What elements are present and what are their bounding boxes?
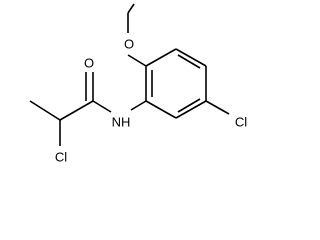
amide-nh-label: NH	[112, 115, 131, 130]
nitrogen-to-carbonyl-bond	[92, 100, 112, 113]
ring-bond-5	[145, 100, 177, 119]
ring-bond-2	[175, 48, 207, 67]
benzene-ring	[145, 48, 207, 119]
ring-bond-4	[175, 100, 207, 119]
amide-group	[85, 72, 147, 113]
ring-bond-1	[145, 48, 177, 67]
ring-double-bond-2	[177, 98, 201, 113]
methyl-stub-bond	[127, 3, 135, 14]
chlorine-ring-label: Cl	[235, 115, 247, 130]
chemical-structure-diagram: O O NH Cl Cl	[29, 3, 247, 165]
ring-double-bond-1	[177, 54, 201, 69]
alpha-carbon-to-methyl-bond	[29, 100, 61, 121]
oxygen-methoxy-label: O	[124, 37, 134, 52]
methoxy-group	[127, 3, 147, 67]
ring-to-nitrogen-bond	[130, 100, 147, 111]
chlorine-chain-label: Cl	[55, 150, 67, 165]
oxygen-carbonyl-label: O	[84, 56, 94, 71]
ring-to-oxygen-bond	[127, 54, 147, 67]
chloro-chain	[29, 100, 94, 146]
ring-to-chlorine-bond	[205, 100, 230, 115]
carbonyl-to-alpha-carbon-bond	[59, 100, 94, 121]
